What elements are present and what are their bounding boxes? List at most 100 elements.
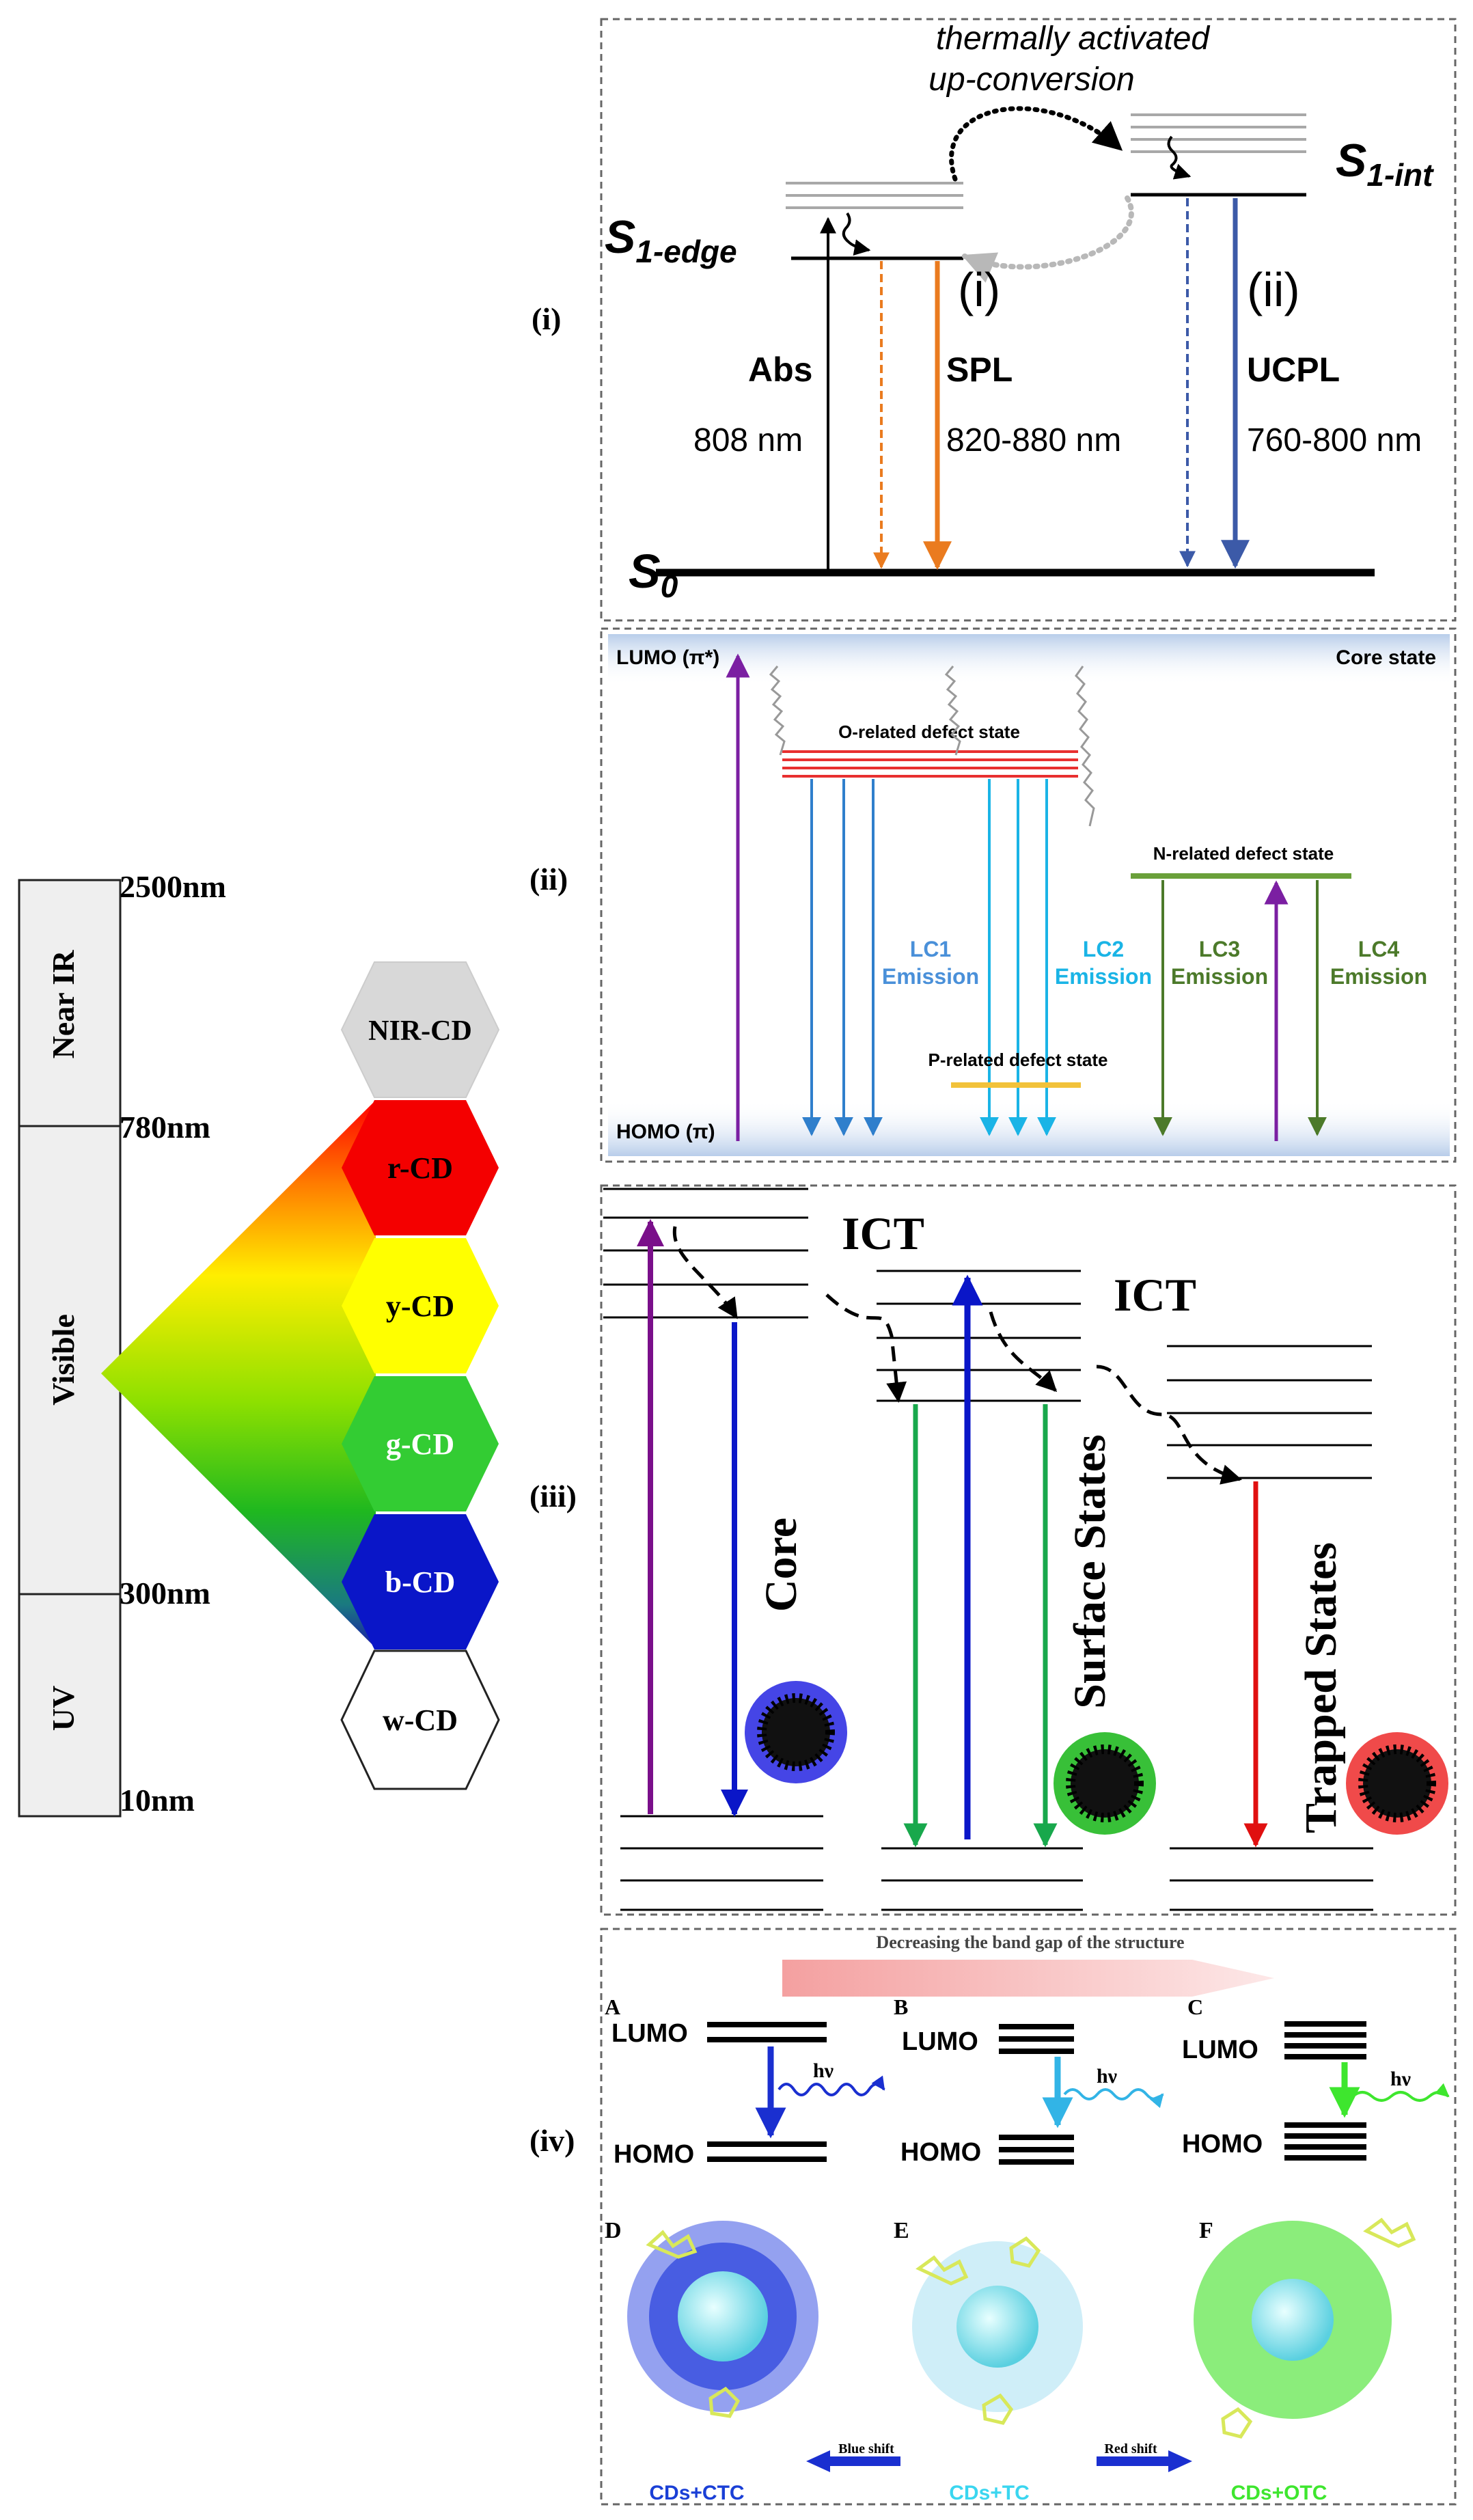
o-defect-levels	[782, 750, 1078, 778]
levels-a	[707, 2022, 827, 2162]
spl-wavelength: 820-880 nm	[946, 422, 1121, 458]
cd-label: w-CD	[383, 1703, 458, 1737]
panel-ii: LUMO (π*) Core state HOMO (π) O-related …	[600, 627, 1457, 1163]
letter-c: C	[1187, 1995, 1203, 2019]
cds-otc-label: CDs+OTC	[1231, 2482, 1327, 2504]
photon-label: hν	[1390, 2068, 1412, 2090]
s1-int-levels	[1131, 113, 1306, 153]
wavelength-label: 300nm	[120, 1576, 210, 1611]
lc1-arrows	[802, 779, 883, 1136]
blue-shift-label: Blue shift	[838, 2441, 894, 2456]
s1-int-label: S1-int	[1336, 135, 1434, 193]
hexagon	[342, 1376, 499, 1511]
cd-hex-w: w-CD	[340, 1649, 500, 1790]
panel-frame	[600, 1928, 1457, 2506]
red-shift-label: Red shift	[1104, 2441, 1157, 2456]
relaxation-wiggle	[1167, 135, 1192, 180]
mark-i: (i)	[958, 263, 1000, 316]
relaxation-wiggle	[842, 212, 871, 256]
panel-iv: Decreasing the band gap of the structure…	[600, 1928, 1457, 2506]
band-gap-header: Decreasing the band gap of the structure	[876, 1932, 1184, 1952]
s0-label: S0	[629, 545, 678, 604]
visible-gradient-triangle	[101, 1100, 376, 1648]
lumo-band	[608, 634, 1450, 685]
cd-label: y-CD	[386, 1289, 454, 1323]
lc2-label: Emission	[1055, 964, 1152, 989]
levels-b	[999, 2024, 1074, 2165]
cd-hex-nir: NIR-CD	[340, 961, 500, 1098]
core-particle-icon	[745, 1681, 847, 1783]
cd-hex-b: b-CD	[342, 1514, 499, 1649]
photon-wave	[1063, 2088, 1164, 2109]
ict-label: ICT	[1114, 1269, 1196, 1321]
cd-hex-g: g-CD	[342, 1376, 499, 1511]
cd-label: g-CD	[386, 1427, 454, 1461]
cd-hexagons: NIR-CD r-CD y-CD g-CD b-CD w-CD	[340, 961, 500, 1790]
core-label: Core	[756, 1518, 806, 1612]
surface-states-label: Surface States	[1065, 1434, 1115, 1708]
homo-label: HOMO (π)	[616, 1121, 715, 1143]
cds-ctc-label: CDs+CTC	[649, 2482, 744, 2504]
s1-edge-label: S1-edge	[605, 211, 737, 269]
p-defect-label: P-related defect state	[928, 1050, 1108, 1070]
wavelength-label: 2500nm	[120, 869, 226, 904]
cd-tc-particle	[912, 2236, 1083, 2425]
cd-label: b-CD	[385, 1565, 456, 1599]
spl-label: SPL	[946, 351, 1013, 389]
lumo-label: LUMO (π*)	[616, 646, 719, 669]
lumo-label: LUMO	[1182, 2036, 1258, 2064]
panel-frame	[600, 18, 1457, 622]
cds-tc-label: CDs+TC	[949, 2482, 1030, 2504]
abs-wavelength: 808 nm	[693, 422, 803, 458]
surface-particle-icon	[1054, 1732, 1156, 1835]
panel-label-ii: (ii)	[529, 862, 568, 896]
relaxation-wiggle	[1075, 666, 1095, 827]
s0-sub: 0	[661, 569, 678, 604]
photon-wave	[1351, 2083, 1450, 2102]
band-label-visible: Visible	[46, 1314, 81, 1406]
cd-otc-particle	[1194, 2217, 1416, 2439]
lc2-label: LC2	[1083, 937, 1124, 961]
band-label-near-ir: Near IR	[46, 950, 81, 1059]
hexagon	[342, 1100, 499, 1235]
lc2-arrows	[980, 779, 1056, 1136]
blue-shift-arrow	[806, 2450, 900, 2472]
upconversion-dotted-arrow	[949, 106, 1123, 182]
photon-label: hν	[1097, 2065, 1118, 2087]
band-gap-arrow	[782, 1960, 1274, 1997]
s0-main: S	[629, 545, 661, 598]
trapped-levels	[1167, 1345, 1373, 1911]
ict-dashed-path	[825, 1293, 907, 1403]
letter-e: E	[894, 2218, 909, 2243]
homo-band	[608, 1100, 1450, 1156]
ict-dashed-path	[989, 1311, 1058, 1393]
band-label-uv: UV	[46, 1686, 81, 1731]
panel-frame	[600, 1184, 1457, 1916]
trapped-states-label: Trapped States	[1296, 1542, 1346, 1833]
core-levels	[603, 1188, 823, 1911]
surface-levels	[877, 1270, 1083, 1911]
cd-label: NIR-CD	[368, 1015, 472, 1047]
s1-edge-sub: 1-edge	[635, 234, 736, 269]
panel-label-iv: (iv)	[529, 2123, 575, 2158]
panel-label-i: (i)	[532, 301, 561, 336]
core-state-label: Core state	[1336, 646, 1436, 669]
letter-d: D	[605, 2218, 622, 2243]
panel-i: thermally activated up-conversion S1-edg…	[600, 18, 1457, 622]
ucpl-label: UCPL	[1247, 351, 1340, 389]
lumo-label: LUMO	[611, 2019, 688, 2048]
lc4-label: LC4	[1358, 937, 1400, 961]
spectrum-bar	[18, 879, 122, 1818]
lc1-label: Emission	[882, 964, 979, 989]
spectrum-diagram: Near IR Visible UV 2500nm 780nm 300nm 10…	[18, 869, 500, 1818]
levels-c	[1284, 2021, 1366, 2161]
s1-edge-main: S	[605, 211, 635, 263]
upconversion-title: up-conversion	[928, 61, 1135, 98]
photon-wave	[777, 2075, 885, 2096]
trapped-particle-icon	[1346, 1732, 1448, 1835]
n-defect-label: N-related defect state	[1153, 843, 1334, 864]
photon-label: hν	[813, 2059, 834, 2082]
panel-iii: ICT ICT Core Surface States Trapped Stat…	[600, 1184, 1457, 1916]
wavelength-label: 780nm	[120, 1110, 210, 1145]
